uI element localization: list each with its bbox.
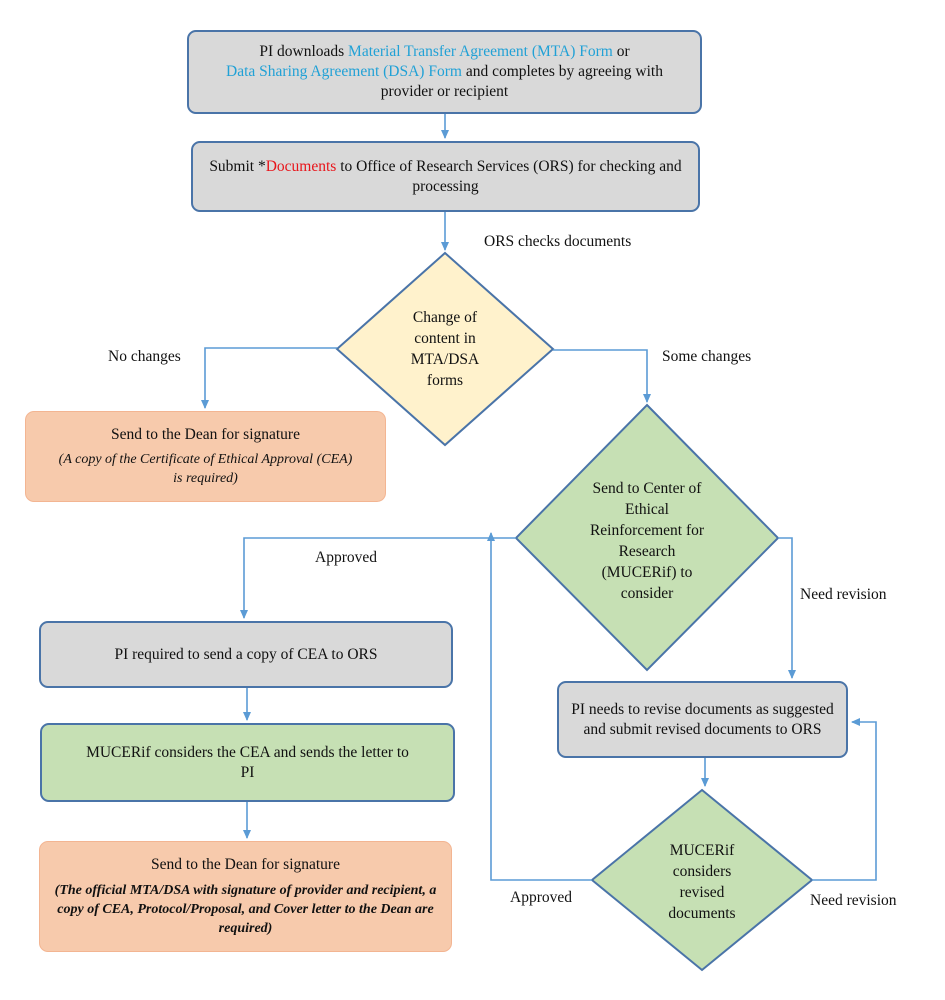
diamond2-text: Send to Center of Ethical Reinforcement …: [589, 480, 705, 602]
box-revise-text: PI needs to revise documents as suggeste…: [571, 700, 834, 738]
diamond1-text: Change of content in MTA/DSA forms: [410, 309, 480, 389]
label-ors-checks: ORS checks documents: [484, 233, 632, 250]
arrow-approved-2: [487, 532, 592, 881]
box-mucerif-letter-text: MUCERif considers the CEA and sends the …: [86, 743, 409, 781]
dean1-title: Send to the Dean for signature: [111, 426, 300, 443]
dean2-note: (The official MTA/DSA with signature of …: [54, 883, 437, 936]
box1-suffix: and completes by agreeing with provider …: [380, 63, 663, 100]
arrow-approved-1: [240, 537, 516, 619]
diamond-change-of-content: [335, 251, 555, 447]
mta-form-link[interactable]: Material Transfer Agreement (MTA) Form: [348, 43, 613, 60]
label-some-changes: Some changes: [662, 348, 752, 365]
box1-mid: or: [612, 43, 630, 60]
label-approved-2: Approved: [510, 889, 572, 906]
dean2-title: Send to the Dean for signature: [151, 856, 340, 873]
box-send-dean-2: Send to the Dean for signature (The offi…: [39, 841, 452, 952]
box2-prefix: Submit *: [209, 157, 266, 175]
diamond3-text: MUCERif considers revised documents: [668, 842, 736, 922]
diamond-mucerif-revised: [590, 788, 814, 972]
arrow-no-changes: [201, 347, 337, 409]
dsa-form-link[interactable]: Data Sharing Agreement (DSA) Form: [226, 63, 462, 80]
arrow-need-revision-1: [778, 537, 796, 679]
arrow-some-changes: [553, 349, 651, 403]
box-send-cea: PI required to send a copy of CEA to ORS: [39, 621, 453, 688]
box1-prefix: PI downloads: [259, 43, 349, 60]
label-need-revision-1: Need revision: [800, 586, 887, 603]
box2-suffix: to Office of Research Services (ORS) for…: [336, 157, 682, 195]
dean1-note: (A copy of the Certificate of Ethical Ap…: [58, 452, 353, 486]
label-no-changes: No changes: [108, 348, 181, 365]
diamond-send-to-mucerif: [514, 403, 780, 672]
arrow-need-revision-2: [812, 718, 877, 881]
box-mucerif-letter: MUCERif considers the CEA and sends the …: [40, 723, 455, 802]
box-revise-documents: PI needs to revise documents as suggeste…: [557, 681, 848, 758]
box-download-forms: PI downloads Material Transfer Agreement…: [187, 30, 702, 114]
box-submit-documents: Submit *Documents to Office of Research …: [191, 141, 700, 212]
label-need-revision-2: Need revision: [810, 892, 897, 909]
documents-highlight: Documents: [265, 157, 337, 175]
box-cea-text: PI required to send a copy of CEA to ORS: [114, 645, 378, 663]
box-send-dean-1: Send to the Dean for signature (A copy o…: [25, 411, 386, 502]
label-approved-1: Approved: [315, 549, 377, 566]
